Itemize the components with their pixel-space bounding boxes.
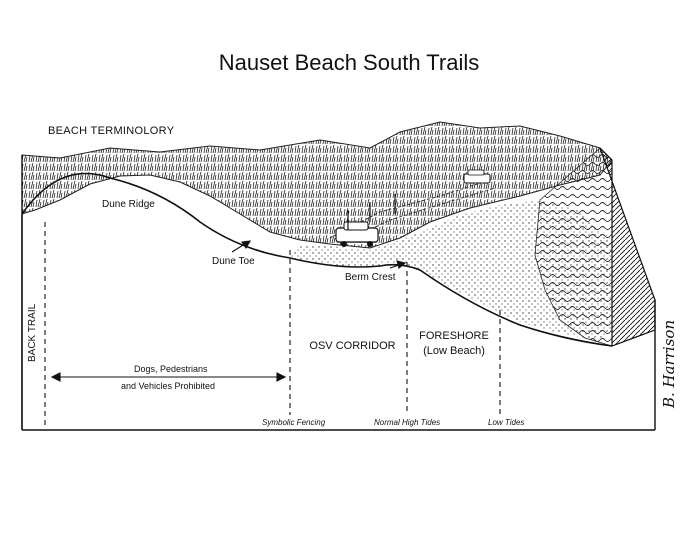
symbolic-fencing-label: Symbolic Fencing [262, 418, 326, 427]
dune-ridge-profile [21, 172, 291, 259]
vehicle-track [329, 179, 491, 239]
diagram-title: Nauset Beach South Trails [218, 50, 480, 75]
beach-sand [290, 200, 612, 340]
beach-terminology-heading: BEACH TERMINOLORY [48, 125, 175, 137]
berm-crest-label: Berm Crest [345, 272, 396, 283]
normal-high-tides-label: Normal High Tides [374, 418, 441, 427]
vehicle-front [335, 221, 379, 247]
dune-ridge-label: Dune Ridge [102, 199, 155, 210]
prohibited-zone-arrow [50, 372, 287, 382]
symbolic-fence-posts [347, 194, 396, 230]
dune-toe-label: Dune Toe [212, 256, 255, 267]
osv-corridor-label: OSV CORRIDOR [309, 340, 396, 352]
vehicle-back [463, 169, 491, 184]
artist-signature: B. Harrison [660, 319, 678, 408]
dune-vegetation [21, 121, 613, 249]
prohibited-label-line1: Dogs, Pedestrians [134, 364, 208, 374]
prohibited-label-line2: and Vehicles Prohibited [121, 381, 216, 391]
ocean-side-face [599, 147, 656, 347]
berm-crest-arrow [389, 260, 407, 269]
low-beach-label: (Low Beach) [423, 345, 485, 357]
low-tides-label: Low Tides [488, 418, 525, 427]
foreshore-label: FORESHORE [419, 330, 489, 342]
back-trail-label: BACK TRAIL [27, 303, 38, 362]
dune-toe-arrow [231, 240, 252, 253]
